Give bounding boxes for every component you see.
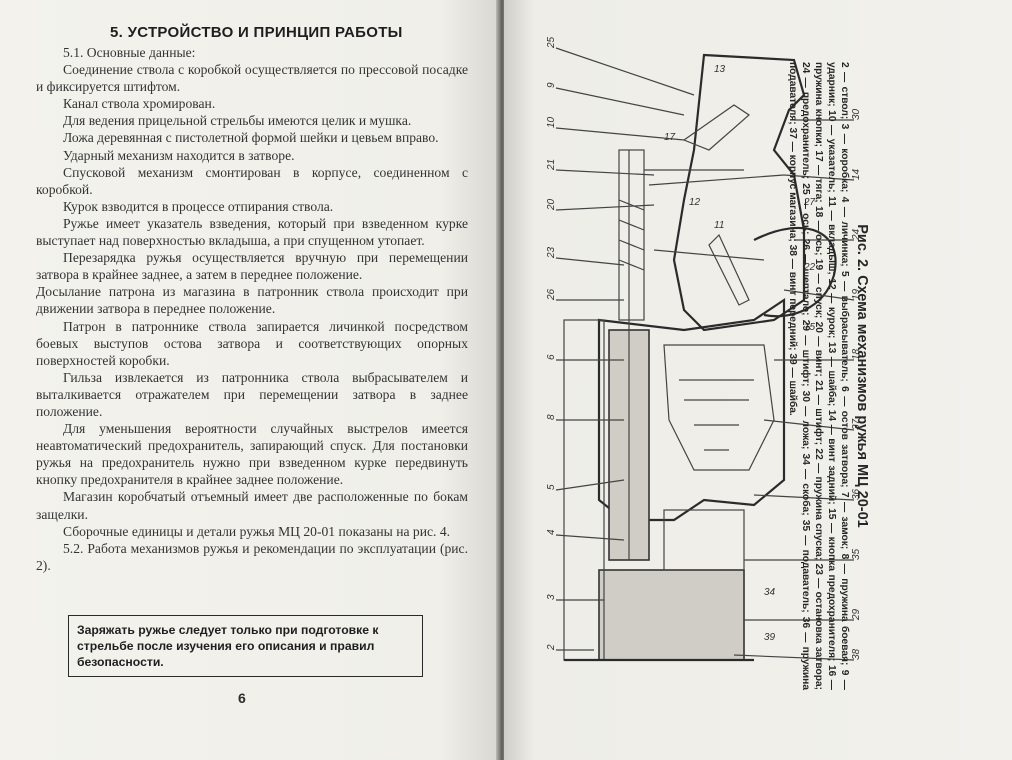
callout-label: 10 <box>546 116 557 128</box>
paragraph: Для ведения прицельной стрельбы имеются … <box>63 113 412 129</box>
spring-lines <box>618 199 645 271</box>
callout-label: 3 <box>546 594 557 600</box>
callout-label: 9 <box>546 82 557 88</box>
bolt <box>618 149 645 321</box>
paragraph: 5.2. Работа механизмов ружья и рекоменда… <box>36 540 468 573</box>
callout-label: 17 <box>664 132 676 143</box>
callout-label: 14 <box>851 168 862 180</box>
callout-label: 6 <box>546 354 557 360</box>
barrel-front <box>598 569 745 661</box>
magazine-spring <box>679 379 754 451</box>
left-page: 5. УСТРОЙСТВО И ПРИНЦИП РАБОТЫ 5.1. Осно… <box>0 0 500 760</box>
callout-label: 38 <box>851 648 862 660</box>
callout-numbers: 25 9 10 21 20 23 26 6 8 5 4 3 2 30 14 24… <box>546 36 862 660</box>
body-text: 5.1. Основные данные: Соединение ствола … <box>36 44 468 574</box>
callout-label: 39 <box>764 632 776 643</box>
callout-label: 2 <box>546 644 557 651</box>
callout-label: 15 <box>804 322 816 333</box>
callout-label: 30 <box>851 108 862 120</box>
callout-label: 29 <box>851 608 862 621</box>
front-housing <box>663 509 745 571</box>
paragraph: Магазин коробчатый отъемный имеет две ра… <box>36 489 468 522</box>
section-heading: 5. УСТРОЙСТВО И ПРИНЦИП РАБОТЫ <box>110 24 403 41</box>
callout-label: 18 <box>851 348 862 360</box>
magazine <box>663 344 775 471</box>
callout-label: 27 <box>803 197 816 208</box>
callout-label: 26 <box>546 288 557 301</box>
stock-outline <box>672 53 806 332</box>
callout-label: 12 <box>689 197 701 208</box>
paragraph: Сборочные единицы и детали ружья МЦ 20-0… <box>63 523 451 539</box>
paragraph: Спусковой механизм смонтирован в корпусе… <box>36 164 468 197</box>
paragraph: Ударный механизм находится в затворе. <box>63 147 295 163</box>
callout-label: 8 <box>546 414 557 420</box>
callout-label: 13 <box>714 64 726 75</box>
safety-notice: Заряжать ружье следует только при подгот… <box>68 615 423 677</box>
page-number: 6 <box>238 690 246 706</box>
callout-label: 37 <box>851 418 862 430</box>
paragraph: Патрон в патроннике ствола запирается ли… <box>36 318 468 368</box>
figure-caption: Рис. 2. Схема механизмов ружья МЦ 20-01 … <box>750 62 870 690</box>
right-page: 7 <box>504 0 1012 760</box>
hammer <box>682 104 750 151</box>
callout-label: 4 <box>546 529 557 535</box>
paragraph: Канал ствола хромирован. <box>63 96 216 112</box>
callout-label: 34 <box>764 587 776 598</box>
safety-linkage <box>644 169 785 261</box>
callout-label: 20 <box>546 198 557 211</box>
callout-label: 22 <box>803 262 816 273</box>
paragraph: Соединение ствола с коробкой осуществляе… <box>36 62 468 95</box>
paragraph: Перезарядка ружья осуществляется вручную… <box>36 250 468 283</box>
trigger-guard <box>753 226 837 318</box>
paragraph: Гильза извлекается из патронника ствола … <box>36 369 468 419</box>
callout-label: 5 <box>546 484 557 490</box>
figure-legend: 2 — ствол; 3 — коробка; 4 — личинка; 5 —… <box>787 62 850 690</box>
paragraph: Ложа деревянная с пистолетной формой шей… <box>63 130 439 146</box>
callout-label: 25 <box>546 36 557 49</box>
gun-mechanism-diagram: 25 9 10 21 20 23 26 6 8 5 4 3 2 30 14 24… <box>546 36 862 662</box>
trigger <box>708 233 750 306</box>
paragraph: Ружье имеет указатель взведения, который… <box>36 215 468 249</box>
paragraph: Для уменьшения вероятности случайных выс… <box>36 421 468 488</box>
callout-label: 21 <box>546 159 557 171</box>
figure-title: Рис. 2. Схема механизмов ружья МЦ 20-01 <box>854 224 870 528</box>
callout-label: 19 <box>851 288 862 300</box>
callout-label: 23 <box>546 246 557 259</box>
callout-label: 35 <box>851 548 862 560</box>
paragraph: Курок взводится в процессе отпирания ств… <box>63 198 334 214</box>
callout-label: 24 <box>851 228 862 241</box>
paragraph: Досылание патрона из магазина в патронни… <box>36 284 468 317</box>
paragraph: 5.1. Основные данные: <box>63 45 196 60</box>
callout-label: 11 <box>714 220 724 231</box>
callout-label: 36 <box>851 488 862 500</box>
callout-leaders <box>555 47 855 661</box>
